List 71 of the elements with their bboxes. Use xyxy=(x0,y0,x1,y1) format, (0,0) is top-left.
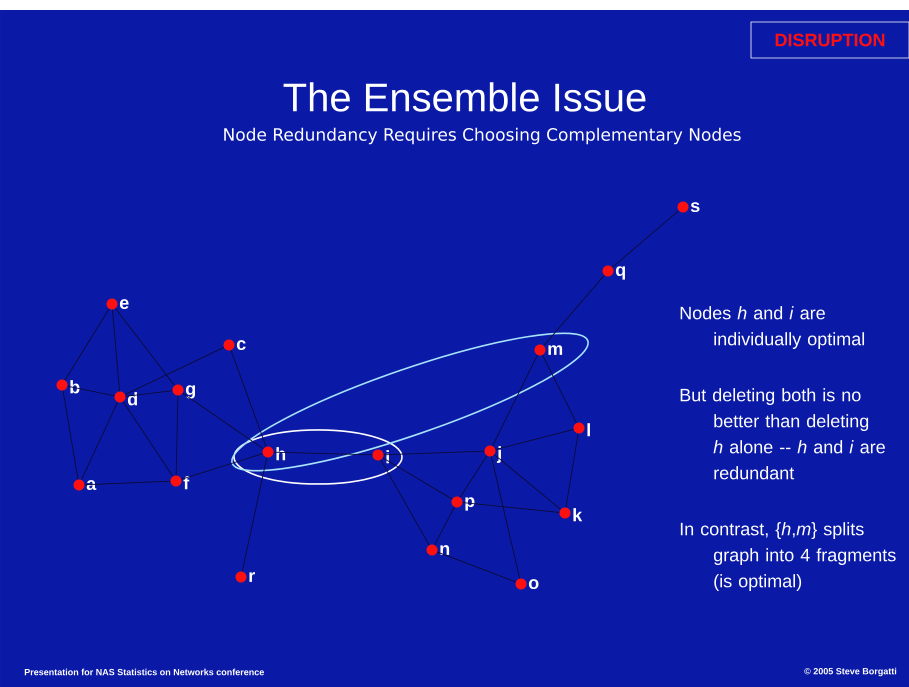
graph-edge xyxy=(495,428,574,450)
node-label: d xyxy=(128,392,138,406)
graph-edge xyxy=(382,457,453,500)
graph-edge xyxy=(242,457,268,572)
note-text: In contrast, {h,m} splits graph into 4 fragments (is optimal) xyxy=(680,522,896,591)
tag-box: DISRUPTION xyxy=(750,22,909,58)
graph-node: n xyxy=(426,544,450,556)
graph-node: q xyxy=(602,265,625,280)
node-label: l xyxy=(587,423,590,436)
graph-node: s xyxy=(678,201,700,212)
graph-edge xyxy=(543,274,605,346)
graph-edge xyxy=(383,450,485,456)
graph-edge xyxy=(182,392,264,450)
graph-edge xyxy=(80,402,118,480)
graph-edge xyxy=(112,309,120,392)
graph-edge xyxy=(67,386,115,396)
graph-edge xyxy=(462,502,560,513)
graph-node: r xyxy=(236,571,255,582)
node-label: o xyxy=(528,579,538,590)
graph-node: e xyxy=(106,298,129,310)
graph-edge xyxy=(122,401,174,477)
graph-edge xyxy=(434,506,455,546)
note-text: Nodes h and i are individually optimal xyxy=(680,306,864,349)
graph-edge xyxy=(64,308,110,381)
node-label: s xyxy=(690,202,700,212)
footer-text: Presentation for NAS Statistics on Networks conference xyxy=(24,668,264,676)
graph-node: c xyxy=(224,339,246,350)
node-label: r xyxy=(249,572,255,582)
graph-edge xyxy=(62,390,78,480)
graph-edge xyxy=(460,455,488,498)
graph-node: l xyxy=(574,422,590,436)
graph-edge xyxy=(565,433,579,508)
graph-edge xyxy=(115,308,175,386)
node-label: j xyxy=(496,446,501,463)
node-label: q xyxy=(616,266,625,280)
node-label: e xyxy=(120,299,129,310)
graph-edge xyxy=(492,354,538,446)
node-label: g xyxy=(186,385,195,399)
graph-edge xyxy=(542,354,577,424)
slide-subtitle: Node Redundancy Requires Choosing Complementary Nodes xyxy=(224,128,741,144)
note-text: But deleting both is no better than deleting h alone -- h and i are redundant xyxy=(680,388,885,480)
graph-node: f xyxy=(170,475,190,490)
graph-edge xyxy=(490,456,520,579)
graph-node: b xyxy=(56,379,80,394)
graph-node: p xyxy=(452,496,474,511)
graph-edge xyxy=(181,453,264,480)
graph-node: k xyxy=(560,507,582,522)
footer-text: © 2005 Steve Borgatti xyxy=(804,668,896,676)
graph-edge xyxy=(436,552,516,582)
node-label: p xyxy=(465,497,474,511)
graph-edge xyxy=(380,460,430,546)
graph-node: m xyxy=(534,344,562,356)
graph-node: j xyxy=(484,445,501,463)
graph-edge xyxy=(84,480,171,486)
graph-edge xyxy=(494,454,562,510)
graph-edge xyxy=(125,390,173,397)
node-label: n xyxy=(440,545,450,555)
graph-node: d xyxy=(114,391,138,406)
graph-edge xyxy=(273,452,373,456)
graph-edge xyxy=(612,210,680,268)
graph-edge xyxy=(176,395,178,476)
graph-node: o xyxy=(516,578,538,590)
slide-title: The Ensemble Issue xyxy=(284,82,646,112)
graph-edge xyxy=(230,350,266,448)
graph-node: g xyxy=(172,384,195,399)
node-label: m xyxy=(548,345,562,355)
node-label: c xyxy=(236,340,246,350)
node-label: k xyxy=(573,508,582,522)
node-label: f xyxy=(184,476,190,490)
node-label: b xyxy=(70,380,80,394)
graph-edge xyxy=(124,347,224,395)
